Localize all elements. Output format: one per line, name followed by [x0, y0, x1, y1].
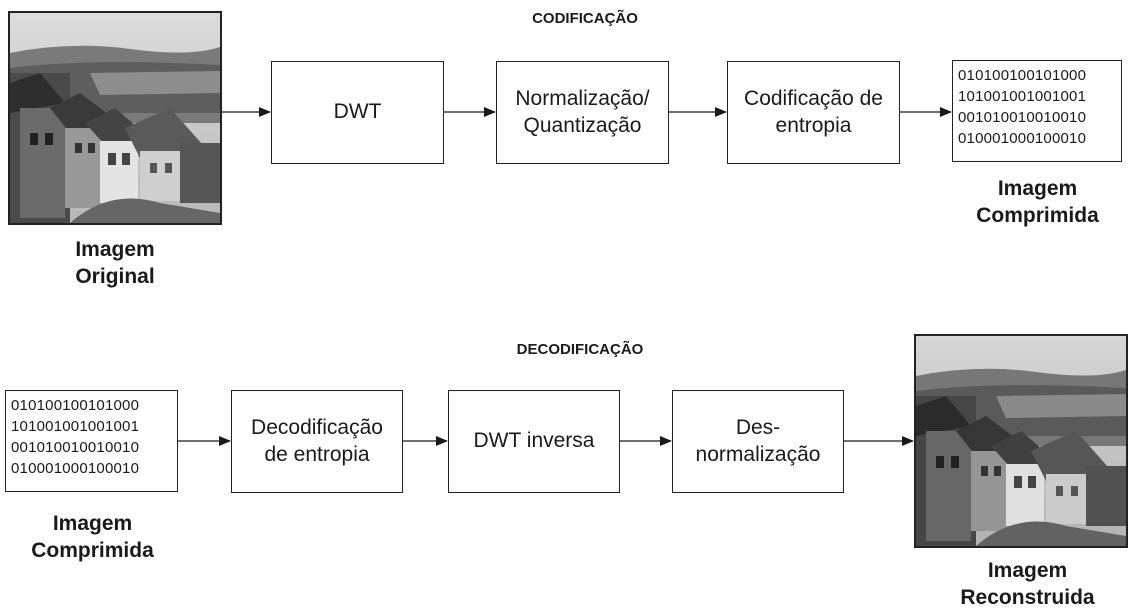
- dwt-block: DWT: [271, 61, 444, 164]
- bit-row: 001010010010010: [958, 109, 1087, 126]
- bit-row: 001010010010010: [11, 439, 140, 456]
- bit-row: 101001001001001: [11, 418, 140, 435]
- bit-row: 101001001001001: [958, 88, 1087, 105]
- reconstructed-image: [914, 334, 1128, 548]
- compressed-bits-output: 010100100101000 101001001001001 00101001…: [952, 60, 1122, 162]
- quantization-block: Normalização/ Quantização: [496, 61, 669, 164]
- original-image-caption: Imagem Original: [75, 238, 155, 289]
- compressed-image-caption-top: Imagem Comprimida: [976, 177, 1099, 228]
- bit-row: 010001000100010: [11, 460, 140, 477]
- denormalization-block: Des- normalização: [672, 390, 844, 493]
- bit-row: 010100100101000: [11, 397, 140, 414]
- original-image: [8, 11, 222, 225]
- encoding-title: CODIFICAÇÃO: [532, 10, 638, 27]
- compressed-bits-input: 010100100101000 101001001001001 00101001…: [5, 390, 178, 492]
- decoding-title: DECODIFICAÇÃO: [516, 341, 644, 358]
- entropy-coding-block: Codificação de entropia: [727, 61, 900, 164]
- reconstructed-image-caption: Imagem Reconstruida: [960, 559, 1095, 610]
- bit-row: 010001000100010: [958, 130, 1087, 147]
- entropy-decoding-block: Decodificação de entropia: [231, 390, 403, 493]
- village-photo-icon: [916, 336, 1126, 546]
- compressed-image-caption-bottom: Imagem Comprimida: [31, 512, 154, 563]
- village-photo-icon: [10, 13, 220, 223]
- bit-row: 010100100101000: [958, 67, 1087, 84]
- inverse-dwt-block: DWT inversa: [448, 390, 620, 493]
